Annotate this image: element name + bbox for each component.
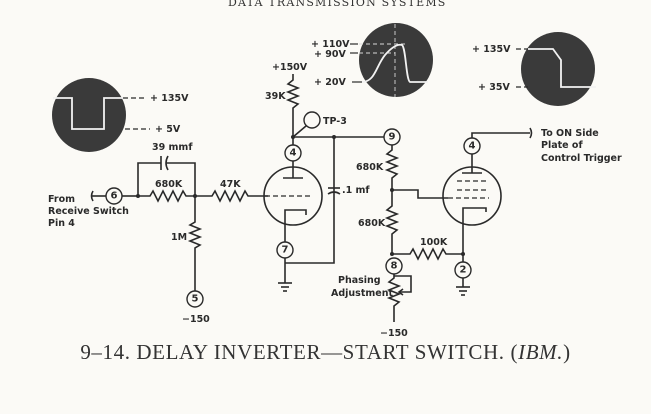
ground-symbol-2 [456, 286, 470, 296]
plate-waveform-scope: + 110V + 90V + 20V [311, 23, 433, 97]
to-label-1: To ON Side [541, 128, 599, 139]
svg-text:TP-3: TP-3 [323, 116, 347, 127]
caption-source: IBM. [518, 340, 564, 364]
svg-text:6: 6 [111, 191, 118, 202]
svg-text:2: 2 [460, 265, 467, 276]
page-header: DATA TRANSMISSION SYSTEMS [228, 0, 447, 9]
phasing-label-1: Phasing [338, 275, 381, 286]
pin-2: 2 [454, 261, 472, 279]
input-high-voltage: + 135V [150, 93, 189, 104]
resistor-1m-label: 1M [171, 232, 187, 243]
svg-text:5: 5 [192, 294, 199, 305]
svg-text:4: 4 [290, 148, 297, 159]
test-point-tp3: TP-3 [292, 111, 347, 138]
pin-9: 9 [383, 128, 401, 146]
to-label-2: Plate of [541, 140, 583, 151]
figure-caption: 9–14. DELAY INVERTER—START SWITCH. (IBM.… [80, 340, 571, 364]
phasing-label-2: Adjustment [331, 288, 393, 299]
output-low-voltage: + 35V [478, 82, 510, 93]
from-label-2: Receive Switch [48, 206, 129, 217]
pin-6: 6 [105, 187, 123, 205]
output-waveform-scope: + 135V + 35V [472, 32, 596, 106]
pentode-tube-2 [442, 161, 502, 226]
to-label-3: Control Trigger [541, 153, 622, 164]
caption-title: DELAY INVERTER—START SWITCH. [136, 340, 505, 364]
capacitor-39mmf-label: 39 mmf [152, 142, 193, 153]
plate-voltage-90: + 90V [314, 49, 346, 60]
svg-text:4: 4 [469, 141, 476, 152]
plus-150v-label: +150V [272, 62, 308, 73]
input-waveform-scope: + 135V + 5V [52, 78, 189, 152]
plate-voltage-110: + 110V [311, 39, 350, 50]
phasing-adjustment-potentiometer[interactable] [386, 274, 412, 322]
svg-text:9: 9 [389, 132, 396, 143]
pin-8: 8 [385, 257, 403, 275]
svg-text:7: 7 [282, 245, 289, 256]
from-label-1: From [48, 194, 75, 205]
svg-text:8: 8 [391, 261, 398, 272]
resistor-680k-input-label: 680K [155, 179, 183, 190]
capacitor-0.1mf-label: .1 mf [342, 185, 370, 196]
output-high-voltage: + 135V [472, 44, 511, 55]
pin-4-tube-2: 4 [463, 137, 481, 155]
resistor-47k-label: 47K [220, 179, 241, 190]
pin-5: 5 [186, 290, 204, 308]
pin-7: 7 [276, 241, 294, 259]
resistor-680k-lower-label: 680K [358, 218, 386, 229]
input-network: From Receive Switch Pin 4 6 680K 39 mmf … [48, 142, 268, 325]
ground-symbol-1 [278, 282, 292, 292]
resistor-100k-label: 100K [420, 237, 448, 248]
negative-150-right-label: −150 [380, 328, 408, 339]
plate-voltage-20: + 20V [314, 77, 346, 88]
resistor-680k-upper-label: 680K [356, 162, 384, 173]
pin-4-tube-1: 4 [284, 144, 302, 162]
triode-tube-1 [263, 161, 323, 242]
input-low-voltage: + 5V [155, 124, 181, 135]
caption-number: 9–14. [80, 340, 131, 364]
negative-150-left-label: −150 [182, 314, 210, 325]
from-label-3: Pin 4 [48, 218, 75, 229]
resistor-39k-label: 39K [265, 91, 286, 102]
